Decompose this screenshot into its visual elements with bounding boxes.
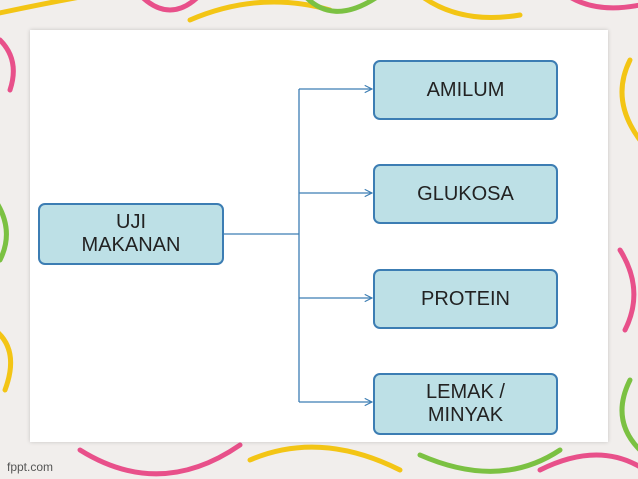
- child-node-lemak-minyak: LEMAK / MINYAK: [373, 373, 558, 435]
- child-node-amilum: AMILUM: [373, 60, 558, 120]
- child-node-protein: PROTEIN: [373, 269, 558, 329]
- root-node-uji-makanan: UJI MAKANAN: [38, 203, 224, 265]
- child-node-glukosa: GLUKOSA: [373, 164, 558, 224]
- watermark-text: fppt.com: [7, 460, 54, 474]
